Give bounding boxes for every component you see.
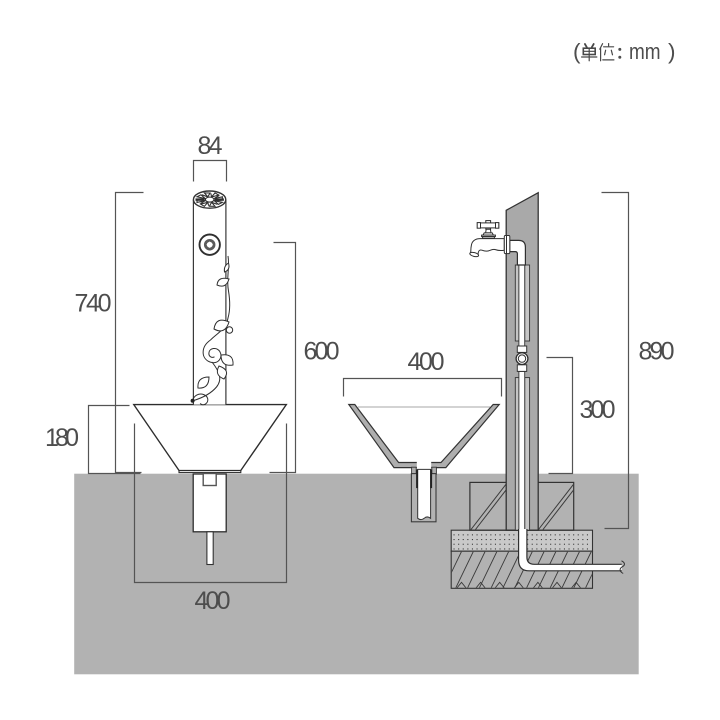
svg-text:): ) [668, 39, 676, 64]
svg-text:300: 300 [580, 396, 616, 424]
svg-text:mm: mm [629, 39, 661, 64]
svg-text:180: 180 [45, 424, 79, 452]
svg-text:400: 400 [408, 348, 445, 376]
svg-text:(: ( [573, 39, 581, 64]
svg-text:400: 400 [195, 587, 231, 615]
svg-text:84: 84 [198, 132, 223, 160]
svg-text:740: 740 [75, 289, 112, 317]
svg-text:890: 890 [639, 337, 675, 365]
svg-text:600: 600 [304, 337, 340, 365]
